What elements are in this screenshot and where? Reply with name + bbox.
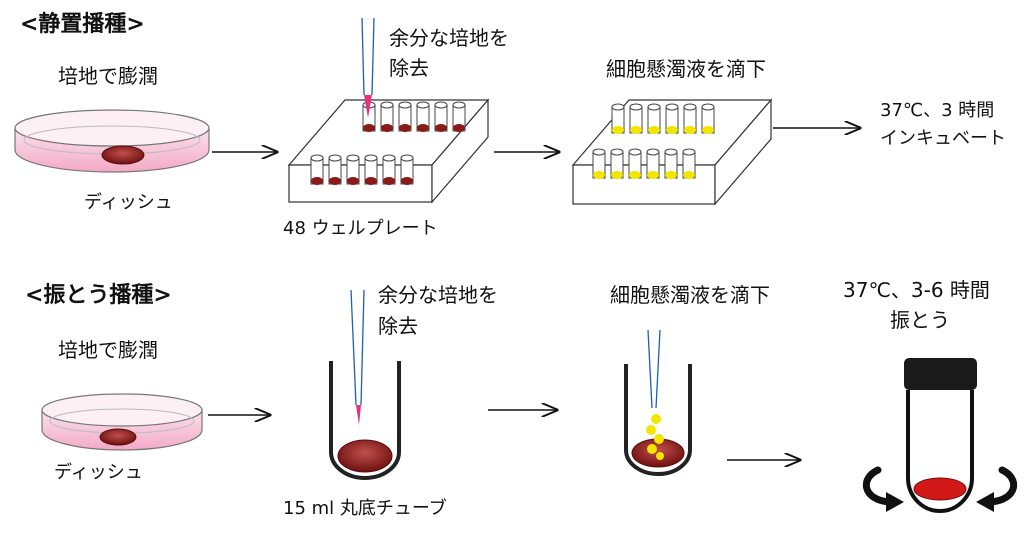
tube-cap bbox=[904, 358, 977, 390]
drop-label-shake: 細胞懸濁液を滴下 bbox=[610, 283, 770, 307]
well-rim bbox=[701, 103, 715, 111]
well-content bbox=[311, 177, 323, 185]
well-content bbox=[611, 171, 623, 179]
drop-label-static: 細胞懸濁液を滴下 bbox=[606, 57, 766, 81]
well-content bbox=[666, 126, 678, 134]
incubate-label-1: 37℃、3 時間 bbox=[880, 100, 995, 121]
well-content bbox=[629, 171, 641, 179]
well-content bbox=[702, 126, 714, 134]
well-content bbox=[647, 171, 659, 179]
well-content bbox=[401, 177, 413, 185]
dish-label-static: ディッシュ bbox=[84, 192, 173, 213]
section-title-shake: <振とう播種> bbox=[25, 283, 172, 308]
well-rim bbox=[380, 101, 394, 109]
well-content bbox=[453, 124, 465, 132]
remove-label-shake-1: 余分な培地を bbox=[378, 283, 498, 307]
well-rim bbox=[592, 148, 606, 156]
well-rim bbox=[382, 154, 396, 162]
dish-static bbox=[14, 109, 210, 173]
incubate-label-2: インキュベート bbox=[880, 128, 1006, 149]
well-plate-remove bbox=[287, 17, 490, 204]
well-rim bbox=[628, 148, 642, 156]
tube-remove bbox=[329, 289, 401, 480]
well-rim bbox=[346, 154, 360, 162]
well-content bbox=[684, 126, 696, 134]
well-rim bbox=[629, 103, 643, 111]
well-rim bbox=[400, 154, 414, 162]
soak-label-shake: 培地で膨潤 bbox=[58, 338, 158, 362]
well-content bbox=[612, 126, 624, 134]
well-content bbox=[363, 124, 375, 132]
well-content bbox=[665, 171, 677, 179]
well-rim bbox=[682, 148, 696, 156]
well-rim bbox=[664, 148, 678, 156]
remove-label-static-2: 除去 bbox=[389, 56, 429, 80]
well-content bbox=[593, 171, 605, 179]
well-content bbox=[347, 177, 359, 185]
well-content bbox=[383, 177, 395, 185]
soak-label-static: 培地で膨潤 bbox=[58, 64, 158, 88]
remove-label-shake-2: 除去 bbox=[378, 314, 418, 338]
dish-shake bbox=[41, 393, 203, 451]
rotate-left-icon bbox=[862, 466, 894, 506]
well-content bbox=[329, 177, 341, 185]
well-content bbox=[381, 124, 393, 132]
well-rim bbox=[665, 103, 679, 111]
well-rim bbox=[646, 148, 660, 156]
well-content bbox=[683, 171, 695, 179]
well-rim bbox=[416, 101, 430, 109]
well-rim bbox=[328, 154, 342, 162]
well-rim bbox=[398, 101, 412, 109]
well-rim bbox=[434, 101, 448, 109]
rotate-right-icon bbox=[986, 466, 1018, 506]
well-rim bbox=[611, 103, 625, 111]
dish-label-shake: ディッシュ bbox=[54, 462, 143, 483]
tube-drop bbox=[624, 329, 692, 476]
well-rim bbox=[610, 148, 624, 156]
well-plate-drop bbox=[571, 98, 773, 206]
well-rim bbox=[683, 103, 697, 111]
tube-label: 15 ml 丸底チューブ bbox=[283, 498, 447, 519]
well-rim bbox=[647, 103, 661, 111]
shake-label-2: 振とう bbox=[890, 308, 950, 332]
shake-label-1: 37℃、3-6 時間 bbox=[843, 278, 990, 302]
section-title-static: <静置播種> bbox=[20, 12, 145, 37]
well-content bbox=[399, 124, 411, 132]
well-rim bbox=[310, 154, 324, 162]
well-content bbox=[648, 126, 660, 134]
tube-shake bbox=[862, 358, 1018, 513]
remove-label-static-1: 余分な培地を bbox=[389, 26, 509, 50]
well-content bbox=[435, 124, 447, 132]
well-rim bbox=[364, 154, 378, 162]
plate-label: 48 ウェルプレート bbox=[283, 218, 438, 239]
well-content bbox=[417, 124, 429, 132]
well-rim bbox=[452, 101, 466, 109]
well-content bbox=[365, 177, 377, 185]
well-content bbox=[630, 126, 642, 134]
